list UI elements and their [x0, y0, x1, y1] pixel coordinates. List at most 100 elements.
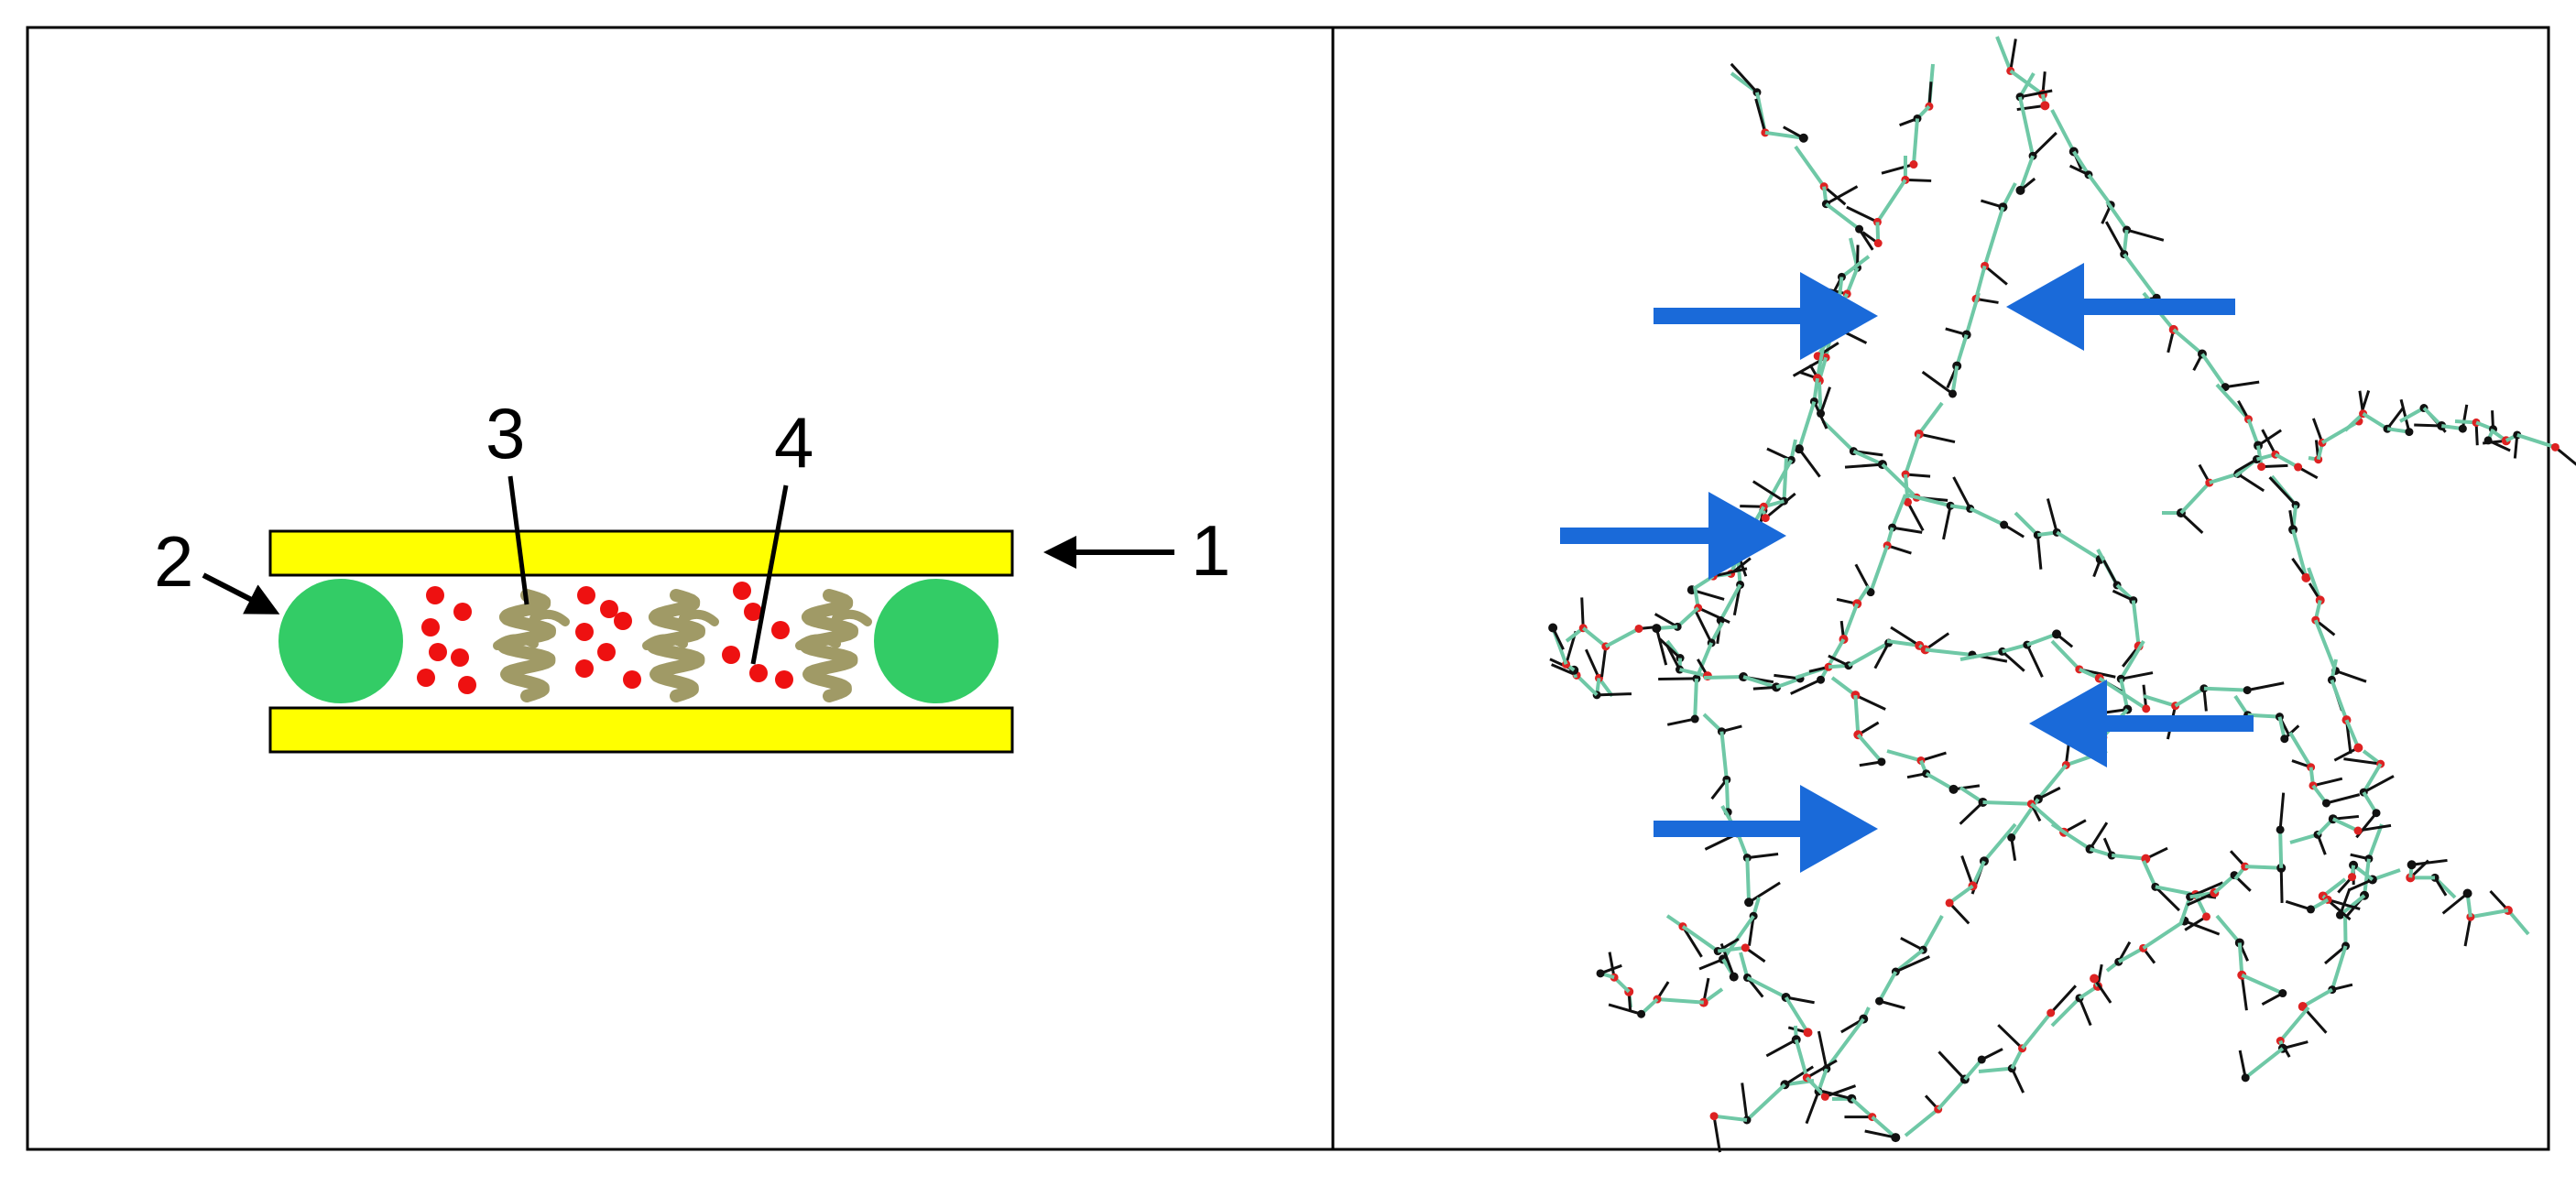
- molecular-bond: [1675, 606, 1700, 628]
- molecular-chain: [1548, 597, 1658, 700]
- molecular-bond: [1875, 179, 1907, 223]
- molecular-bond: [1995, 36, 2013, 72]
- label-3: 3: [486, 393, 525, 473]
- blue-arrow: [1560, 492, 1786, 580]
- label-4-leader: [750, 484, 789, 665]
- molecular-atom: [2007, 833, 2016, 843]
- molecular-bond: [1719, 731, 1729, 780]
- molecular-atom: [2405, 428, 2414, 437]
- molecular-bond: [2399, 406, 2425, 423]
- protein-coil: [795, 589, 872, 702]
- blue-arrow-shaft: [2084, 299, 2235, 315]
- molecular-side-bond: [2240, 974, 2248, 1011]
- molecular-atom: [1820, 1092, 1829, 1101]
- molecular-bond: [2330, 945, 2348, 991]
- molecular-bond: [2200, 353, 2227, 388]
- red-particle: [458, 676, 476, 694]
- molecular-side-bond: [2399, 398, 2411, 432]
- molecular-bond: [2506, 909, 2530, 936]
- molecular-bond: [2002, 643, 2028, 654]
- molecular-bond: [2087, 173, 2112, 206]
- molecular-bond: [2244, 865, 2282, 870]
- molecular-bond: [1978, 1066, 2013, 1073]
- molecular-bond: [2278, 1006, 2310, 1042]
- molecular-atom: [1909, 160, 1918, 169]
- molecular-side-bond: [1813, 400, 1828, 430]
- molecular-atom: [1634, 624, 1643, 633]
- molecular-bond: [1850, 1097, 1874, 1119]
- molecular-side-bond: [2324, 944, 2347, 965]
- red-particle: [623, 670, 641, 689]
- molecular-bond: [2142, 919, 2186, 951]
- molecular-bond: [1894, 948, 1925, 974]
- molecular-bond: [1982, 822, 2017, 863]
- molecular-side-bond: [2441, 892, 2469, 915]
- blue-arrow-head: [1800, 272, 1878, 360]
- label-2: 2: [154, 521, 193, 602]
- label-2-arrow: [202, 572, 280, 615]
- molecular-side-bond: [1580, 597, 1585, 628]
- molecular-bond: [2291, 528, 2309, 579]
- molecular-side-bond: [2224, 380, 2260, 389]
- molecular-side-bond: [2238, 1050, 2247, 1079]
- molecular-bond: [1797, 400, 1817, 450]
- molecular-side-bond: [1873, 642, 1890, 669]
- molecular-side-bond: [1658, 677, 1697, 681]
- molecular-bond: [2014, 511, 2039, 537]
- molecular-bond: [2470, 909, 2509, 919]
- molecular-bond: [1905, 493, 1951, 508]
- molecular-side-bond: [1881, 163, 1915, 175]
- molecular-structure: [1548, 36, 2576, 1153]
- molecular-side-bond: [1654, 613, 1678, 628]
- right-panel: [1548, 36, 2576, 1153]
- molecular-side-bond: [1817, 1030, 1828, 1070]
- molecular-side-bond: [2268, 476, 2298, 506]
- molecular-side-bond: [1785, 996, 1815, 1005]
- molecular-bond: [1950, 365, 1959, 395]
- molecular-side-bond: [1879, 999, 1905, 1010]
- molecular-atom: [2458, 424, 2467, 433]
- molecular-bond: [1713, 1114, 1748, 1122]
- molecular-side-bond: [1997, 1024, 2024, 1050]
- molecular-bond: [2179, 481, 2211, 515]
- molecular-side-bond: [2279, 867, 2284, 903]
- molecular-bond: [2330, 679, 2349, 721]
- molecular-bond: [1877, 971, 1898, 1003]
- molecular-side-bond: [2385, 407, 2405, 430]
- molecular-bond: [1955, 333, 1969, 367]
- molecular-bond: [2174, 687, 2205, 708]
- molecular-side-bond: [1824, 1084, 1857, 1098]
- molecular-bond: [1845, 267, 1860, 295]
- molecular-atom: [2276, 825, 2285, 834]
- molecular-side-bond: [2236, 473, 2265, 493]
- molecular-bond: [2213, 874, 2236, 895]
- molecular-bond: [2289, 832, 2319, 844]
- molecular-bond: [1719, 583, 1742, 622]
- molecular-bond: [1869, 545, 1890, 593]
- molecular-bond: [2036, 764, 2068, 800]
- molecular-atom: [1803, 1028, 1813, 1038]
- molecular-side-bond: [2036, 535, 2043, 570]
- molecular-atom: [2348, 873, 2357, 882]
- molecular-bond: [2143, 694, 2177, 708]
- molecular-bond: [2215, 914, 2242, 944]
- molecular-side-bond: [1748, 881, 1781, 904]
- molecular-bond: [2131, 600, 2141, 647]
- molecular-atom: [1855, 224, 1864, 234]
- molecular-bond: [1911, 118, 1919, 165]
- molecular-side-bond: [1741, 1083, 1749, 1121]
- molecular-atom: [2407, 860, 2417, 870]
- molecular-side-bond: [1900, 936, 1924, 952]
- molecular-atom: [1875, 996, 1884, 1006]
- molecular-side-bond: [1864, 1129, 1896, 1139]
- molecular-bond: [1937, 1078, 1967, 1111]
- molecular-atom: [2241, 1073, 2250, 1083]
- red-particle: [614, 612, 632, 630]
- molecular-side-bond: [2154, 886, 2180, 912]
- molecular-bond: [2056, 530, 2101, 561]
- molecular-atom: [1877, 757, 1886, 767]
- red-particle: [429, 643, 447, 661]
- molecular-side-bond: [1754, 98, 1767, 134]
- molecular-bond: [1721, 915, 1755, 961]
